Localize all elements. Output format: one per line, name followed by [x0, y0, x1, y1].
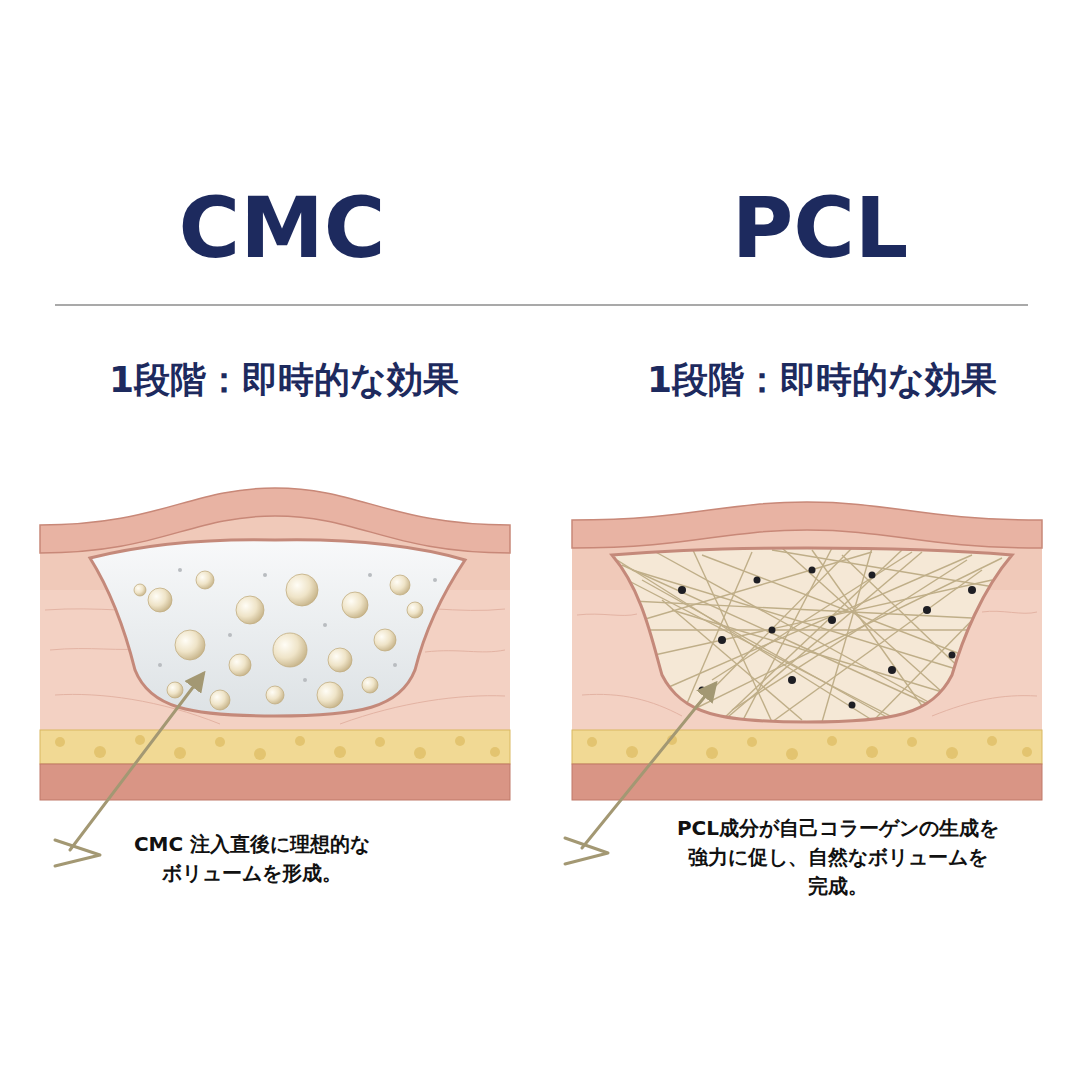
- pcl-region-outline: [612, 548, 1012, 722]
- cmc-micro-particles: [158, 568, 437, 682]
- leader-line: [70, 674, 203, 850]
- fat-texture: [55, 735, 500, 760]
- muscle-layer: [40, 764, 510, 800]
- cmc-particles: [134, 571, 423, 710]
- leader-chevron: [55, 840, 100, 866]
- dermis-texture: [577, 611, 1037, 716]
- skin-cross-section: [40, 488, 510, 800]
- fat-layer: [40, 730, 510, 764]
- column-heading: CMC: [179, 186, 386, 270]
- callout-text: CMC 注入直後に理想的な ボリュームを形成。: [116, 830, 388, 888]
- callout-text: PCL成分が自己コラーゲンの生成を 強力に促し、自然なボリュームを 完成。: [666, 814, 1010, 901]
- stage-heading: 1段階：即時的な効果: [109, 359, 459, 400]
- column-heading: PCL: [732, 186, 909, 270]
- skin-cross-section: [572, 502, 1042, 800]
- upper-dermis: [40, 516, 510, 590]
- leader-chevron: [565, 838, 608, 864]
- divider-line: [55, 304, 1028, 306]
- dermis-layer: [40, 488, 510, 800]
- pcl-particles: [678, 567, 976, 709]
- epidermis-layer: [40, 488, 510, 553]
- cmc-gel: [90, 540, 465, 716]
- pcl-region: [612, 548, 1012, 722]
- collagen-fibers: [612, 548, 1012, 722]
- epidermis-layer: [572, 502, 1042, 548]
- stage-heading: 1段階：即時的な効果: [647, 359, 997, 400]
- fat-texture: [587, 735, 1032, 760]
- dermis-texture: [45, 607, 505, 724]
- dermis-layer: [572, 502, 1042, 800]
- fat-layer: [572, 730, 1042, 764]
- muscle-layer: [572, 764, 1042, 800]
- upper-dermis: [572, 530, 1042, 590]
